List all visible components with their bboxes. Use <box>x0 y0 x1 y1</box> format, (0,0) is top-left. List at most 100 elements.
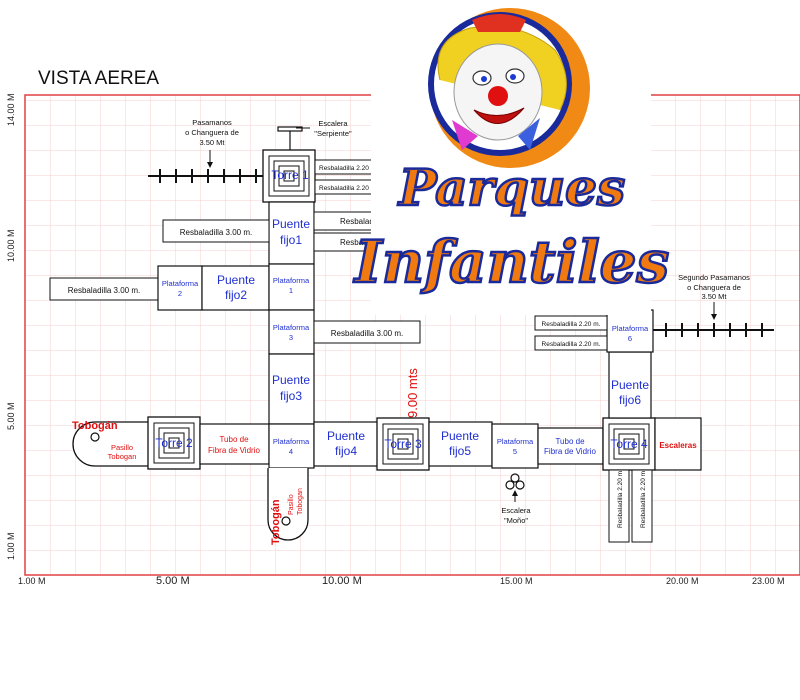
bridge-fijo6-line1: Puente <box>611 378 649 392</box>
logo-text-line1: Parques <box>397 158 625 217</box>
handrail-left <box>148 150 265 183</box>
bridge-fijo1-line2: fijo1 <box>280 233 302 247</box>
slide-plataforma3: Resbaladilla 3.00 m. <box>313 320 421 344</box>
bridge-fijo5: Puente fijo5 <box>428 421 493 467</box>
toboggan-bottom: Tobogán Pasillo Tobogan <box>267 468 309 545</box>
serpiente-stair <box>277 126 310 150</box>
clown-icon <box>428 8 590 168</box>
tower-4: Torre 4 <box>602 417 656 471</box>
platform-5: Plataforma 5 <box>491 423 539 469</box>
bridge-fijo3: Puente fijo3 <box>268 353 315 425</box>
dimension-9m: 9.00 mts <box>405 368 420 418</box>
bridge-fijo1-line1: Puente <box>272 217 310 231</box>
axis-label-23m-bottom: 23.00 M <box>752 576 785 586</box>
slide-t1-upper-label: Resbaladilla 2.20 <box>319 165 369 172</box>
slide-plataforma2-label: Resbaladilla 3.00 m. <box>68 286 140 295</box>
tube-red: Tubo de Fibra de Vidrio <box>199 423 270 465</box>
slide-p6-lower-label: Resbaladilla 2.20 m. <box>542 341 601 348</box>
serpiente-line2: "Serpiente" <box>314 129 352 138</box>
platform-3-line2: 3 <box>289 333 293 342</box>
platform-3-line1: Plataforma <box>273 323 310 332</box>
bridge-fijo6: Puente fijo6 <box>608 351 652 419</box>
handrail-left-line1: Pasamanos <box>192 118 232 127</box>
axis-label-1m: 1.00 M <box>6 532 16 560</box>
mono-label: Escalera "Moño" <box>501 506 531 525</box>
bottom-axis: 1.00 M 5.00 M 10.00 M 15.00 M 20.00 M 23… <box>18 575 785 587</box>
slide-t4-left: Resbaladilla 2.20 m. <box>608 469 630 543</box>
tube-blue: Tubo de Fibra de Vidrio <box>537 427 604 465</box>
platform-5-line1: Plataforma <box>497 437 534 446</box>
bridge-fijo4: Puente fijo4 <box>313 421 379 467</box>
platform-1-line1: Plataforma <box>273 276 310 285</box>
mono-line2: "Moño" <box>504 516 528 525</box>
logo: Parques Infantiles <box>352 0 670 315</box>
slide-p6-lower: Resbaladilla 2.20 m. <box>534 335 608 351</box>
handrail-right-line1: Segundo Pasamanos <box>678 273 750 282</box>
axis-label-5m-bottom: 5.00 M <box>156 575 190 587</box>
tube-blue-line1: Tubo de <box>555 437 585 446</box>
slide-t1-lower-label: Resbaladilla 2.20 <box>319 185 369 192</box>
platform-4: Plataforma 4 <box>268 423 315 469</box>
slide-t4-right: Resbaladilla 2.20 m. <box>631 469 653 543</box>
toboggan-bottom-corridor1: Pasillo <box>288 494 295 515</box>
slide-fijo1-left-label: Resbaladilla 3.00 m. <box>180 228 252 237</box>
tower-1-label: Torre 1 <box>271 168 309 182</box>
bridge-fijo3-line1: Puente <box>272 373 310 387</box>
toboggan-left: Tobogán Pasillo Tobogan <box>72 420 150 467</box>
handrail-left-line3: 3.50 Mt <box>199 138 225 147</box>
tower-3: Torre 3 <box>376 417 430 471</box>
slide-plataforma2: Resbaladilla 3.00 m. <box>49 277 159 301</box>
platform-4-line2: 4 <box>289 447 293 456</box>
bridge-fijo3-line2: fijo3 <box>280 389 302 403</box>
bridge-fijo2-line1: Puente <box>217 273 255 287</box>
bridge-fijo1: Puente fijo1 <box>268 201 315 265</box>
axis-label-1m-bottom: 1.00 M <box>18 576 46 586</box>
platform-2: Plataforma 2 <box>157 265 203 311</box>
platform-1-line2: 1 <box>289 286 293 295</box>
bridge-fijo2-line2: fijo2 <box>225 288 247 302</box>
platform-6-line2: 6 <box>628 334 632 343</box>
handrail-right-line2: o Changuera de <box>687 283 741 292</box>
slide-p6-upper: Resbaladilla 2.20 m. <box>534 315 608 331</box>
mono-stair <box>505 473 525 502</box>
tube-red-line2: Fibra de Vidrio <box>208 446 260 455</box>
left-axis: 14.00 M 10.00 M 5.00 M 1.00 M <box>6 93 16 560</box>
serpiente-label: Escalera "Serpiente" <box>314 119 352 138</box>
mono-line1: Escalera <box>501 506 531 515</box>
toboggan-left-corridor1: Pasillo <box>111 443 133 452</box>
handrail-left-label: Pasamanos o Changuera de 3.50 Mt <box>185 118 239 147</box>
axis-label-5m: 5.00 M <box>6 402 16 430</box>
bridge-fijo6-line2: fijo6 <box>619 393 641 407</box>
toboggan-bottom-corridor2: Tobogan <box>297 488 304 515</box>
handrail-right-line3: 3.50 Mt <box>701 292 727 301</box>
logo-text-line2: Infantiles <box>353 228 669 296</box>
bridge-fijo4-line2: fijo4 <box>335 444 357 458</box>
platform-4-line1: Plataforma <box>273 437 310 446</box>
escaleras: Escaleras <box>654 417 702 471</box>
bridge-fijo5-line1: Puente <box>441 429 479 443</box>
axis-label-14m: 14.00 M <box>6 93 16 126</box>
slide-fijo1-left: Resbaladilla 3.00 m. <box>162 219 270 243</box>
toboggan-left-name: Tobogán <box>72 420 118 432</box>
tower-2: Torre 2 <box>147 416 201 470</box>
axis-label-10m-bottom: 10.00 M <box>322 575 362 587</box>
axis-label-10m: 10.00 M <box>6 229 16 262</box>
handrail-left-line2: o Changuera de <box>185 128 239 137</box>
platform-1: Plataforma 1 <box>268 263 315 311</box>
toboggan-bottom-name: Tobogán <box>270 499 282 545</box>
platform-2-line2: 2 <box>178 289 182 298</box>
platform-3: Plataforma 3 <box>268 309 315 355</box>
serpiente-line1: Escalera <box>318 119 348 128</box>
handrail-right-label: Segundo Pasamanos o Changuera de 3.50 Mt <box>678 273 750 301</box>
tower-4-label: Torre 4 <box>610 437 648 451</box>
slide-t4-right-label: Resbaladilla 2.20 m. <box>640 469 647 528</box>
escaleras-label: Escaleras <box>659 441 697 450</box>
platform-6: Plataforma 6 <box>606 309 654 353</box>
tower-3-label: Torre 3 <box>384 437 422 451</box>
platform-2-line1: Plataforma <box>162 279 199 288</box>
slide-t1-upper: Resbaladilla 2.20 <box>314 159 376 175</box>
platform-6-line1: Plataforma <box>612 324 649 333</box>
tube-red-line1: Tubo de <box>219 435 249 444</box>
page-title: VISTA AEREA <box>38 68 159 89</box>
